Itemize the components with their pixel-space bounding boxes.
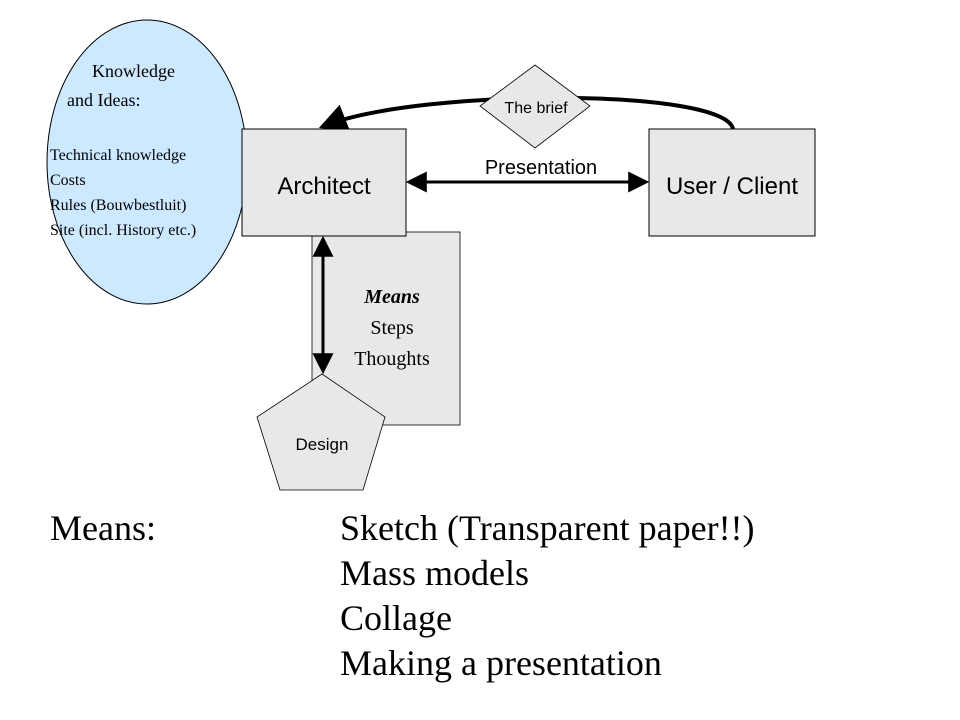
knowledge-item: Costs (50, 172, 86, 189)
knowledge-title-line1: Knowledge (92, 61, 175, 81)
bottom-item: Mass models (340, 553, 529, 593)
brief-diamond (479, 64, 591, 149)
client-label: User / Client (666, 173, 798, 200)
design-pentagon (256, 373, 386, 491)
bottom-item: Sketch (Transparent paper!!) (340, 508, 755, 548)
means-box-thoughts: Thoughts (354, 348, 430, 370)
design-label: Design (296, 435, 349, 454)
knowledge-title-line2: and Ideas: (67, 90, 140, 110)
brief-label: The brief (504, 100, 568, 117)
presentation-label: Presentation (485, 157, 597, 179)
knowledge-item: Rules (Bouwbestluit) (50, 197, 186, 214)
client-box (648, 128, 816, 237)
means-box-steps: Steps (370, 317, 414, 339)
knowledge-item: Site (incl. History etc.) (50, 222, 196, 239)
architect-label: Architect (277, 173, 371, 200)
bottom-item: Collage (340, 598, 452, 638)
knowledge-item: Technical knowledge (50, 147, 186, 164)
means-box-title: Means (363, 286, 420, 308)
bottom-item: Making a presentation (340, 643, 662, 683)
bottom-heading: Means: (50, 508, 156, 548)
